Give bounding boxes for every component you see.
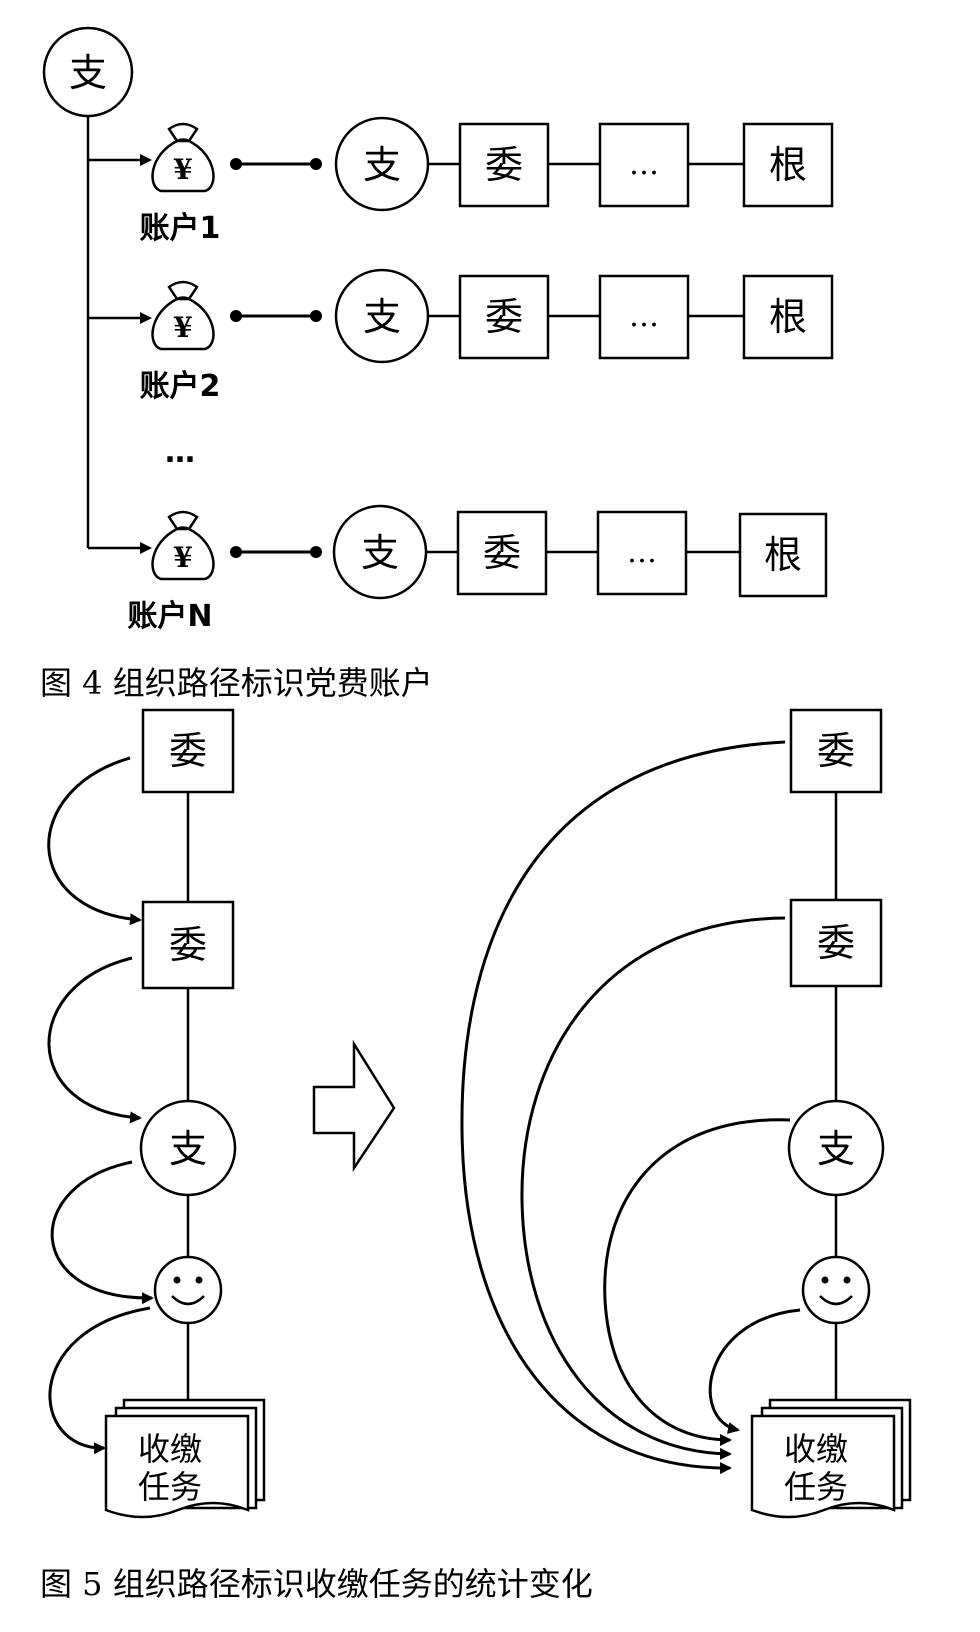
account-label: 账户2 (140, 369, 221, 404)
member-smiley-icon (801, 1255, 871, 1325)
collection-task-icon: 收缴 任务 (104, 1398, 266, 1519)
right-path-column: 委 委 支 收缴 任务 (460, 708, 912, 1519)
collection-task-icon: 收缴 任务 (750, 1398, 912, 1519)
money-bag-icon: ¥ (151, 122, 215, 193)
connector-dot (230, 546, 242, 558)
direct-arrow (603, 1118, 791, 1446)
account-row-n: ¥ 账户N 支 委 … 根 (127, 504, 828, 634)
yen-symbol: ¥ (173, 541, 192, 574)
branch-node-label: 支 (363, 143, 401, 187)
figure-4: 支 ¥ 账户1 支 委 … 根 (40, 26, 834, 702)
money-bag-icon: ¥ (151, 510, 215, 581)
left-path-column: 委 委 支 收缴 任务 (47, 708, 266, 1519)
ellipsis-node (596, 510, 688, 596)
figure-4-caption: 图 4 组织路径标识党费账户 (40, 664, 433, 702)
root-branch-label: 支 (69, 51, 107, 95)
committee-node-label: 委 (169, 923, 207, 967)
task-label-line1: 收缴 (138, 1430, 202, 1468)
direct-arrow (460, 740, 786, 1475)
connector-dot (310, 546, 322, 558)
direct-arrow (708, 1308, 801, 1434)
account-label: 账户N (127, 599, 212, 634)
root-node (742, 274, 834, 360)
root-node-label: 根 (764, 533, 802, 577)
rows-ellipsis: … (165, 435, 195, 470)
branch-node (139, 1099, 237, 1197)
committee-node (141, 708, 235, 794)
account-row-1: ¥ 账户1 支 委 … 根 (140, 116, 834, 246)
task-label-line2: 任务 (138, 1468, 202, 1506)
branch-node-label: 支 (817, 1127, 855, 1171)
task-label-line1: 收缴 (784, 1430, 848, 1468)
root-node (738, 512, 828, 598)
figure-5: 委 委 支 收缴 任务 (40, 708, 912, 1603)
connector-dot (310, 158, 322, 170)
money-bag-icon: ¥ (151, 280, 215, 351)
committee-node (456, 510, 548, 596)
ellipsis-node (598, 122, 690, 208)
committee-node-label: 委 (485, 295, 523, 339)
direct-arrow (520, 916, 786, 1460)
step-arrow (48, 1306, 151, 1455)
committee-node (458, 274, 550, 360)
ellipsis-node-label: … (629, 147, 659, 182)
root-node (742, 122, 834, 208)
committee-node-label: 委 (817, 729, 855, 773)
committee-node-label: 委 (483, 531, 521, 575)
committee-node (789, 708, 883, 794)
branch-node-label: 支 (363, 295, 401, 339)
root-node-label: 根 (769, 143, 807, 187)
account-row-2: ¥ 账户2 支 委 … 根 (140, 268, 834, 404)
connector-dot (310, 310, 322, 322)
figure-5-caption: 图 5 组织路径标识收缴任务的统计变化 (40, 1565, 593, 1603)
ellipsis-node-label: … (627, 535, 657, 570)
step-arrow (47, 756, 142, 926)
branch-node-label: 支 (169, 1127, 207, 1171)
member-smiley-icon (153, 1255, 223, 1325)
committee-node-label: 委 (817, 921, 855, 965)
transform-arrow-icon (312, 1039, 396, 1173)
branch-node (787, 1099, 885, 1197)
committee-node (789, 898, 883, 988)
account-label: 账户1 (140, 211, 221, 246)
connector-dot (230, 158, 242, 170)
committee-node-label: 委 (485, 143, 523, 187)
committee-node (458, 122, 550, 208)
yen-symbol: ¥ (173, 153, 192, 186)
root-node-label: 根 (769, 295, 807, 339)
step-arrow (50, 1160, 154, 1305)
branch-node-label: 支 (361, 531, 399, 575)
committee-node (141, 900, 235, 990)
step-arrow (47, 956, 142, 1124)
committee-node-label: 委 (169, 729, 207, 773)
ellipsis-node-label: … (629, 299, 659, 334)
connector-dot (230, 310, 242, 322)
task-label-line2: 任务 (784, 1468, 848, 1506)
yen-symbol: ¥ (173, 311, 192, 344)
